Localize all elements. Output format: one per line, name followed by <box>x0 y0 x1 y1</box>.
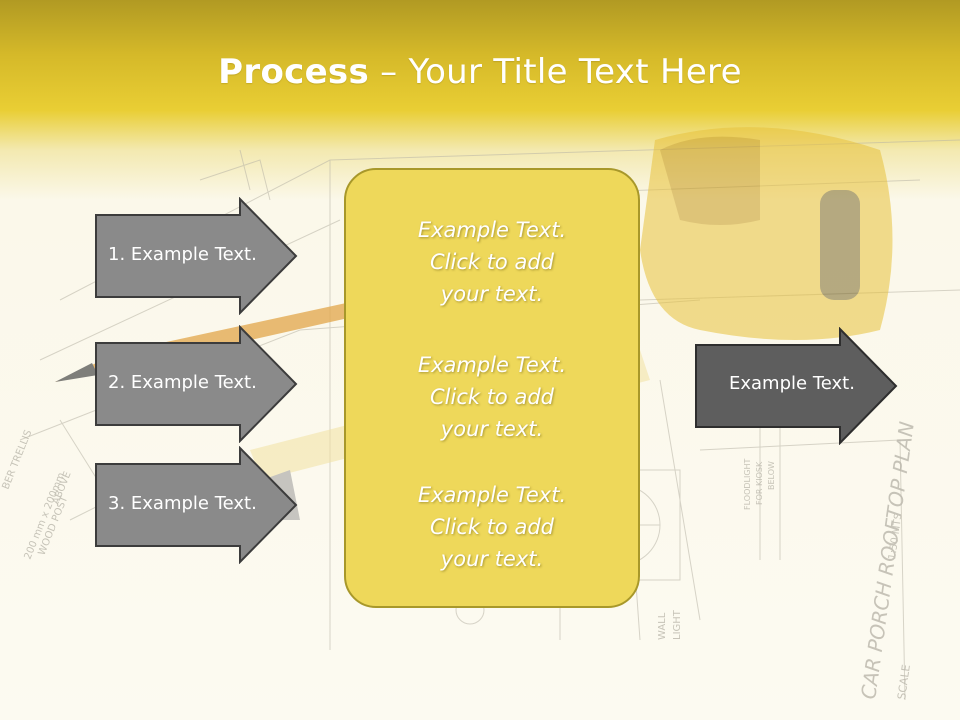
input-arrow-label-2: 2. Example Text. <box>108 372 257 393</box>
center-text-3[interactable]: Example Text. Click to add your text. <box>417 483 567 571</box>
center-process-box[interactable]: Example Text. Click to add your text. Ex… <box>344 168 640 608</box>
input-arrow-2[interactable] <box>94 325 300 443</box>
input-arrow-3[interactable] <box>94 446 300 564</box>
input-arrow-label-1: 1. Example Text. <box>108 244 257 265</box>
blueprint-note-text-3: BELOW <box>767 461 776 490</box>
output-arrow-label: Example Text. <box>729 373 855 394</box>
blueprint-wall-text: WALL <box>657 612 668 640</box>
center-text-2[interactable]: Example Text. Click to add your text. <box>417 353 567 441</box>
blueprint-scale-text: SCALE <box>895 664 913 701</box>
center-text-1[interactable]: Example Text. Click to add your text. <box>417 218 567 306</box>
output-arrow[interactable] <box>694 327 900 445</box>
blueprint-note-text-2: FOR KIOSK <box>755 461 764 505</box>
slide-title[interactable]: Process – Your Title Text Here <box>0 52 960 92</box>
blueprint-note-text-1: FLOODLIGHT <box>743 458 752 510</box>
title-rest-text: – Your Title Text Here <box>369 52 742 92</box>
input-arrow-1[interactable] <box>94 197 300 315</box>
blueprint-title-text: CAR PORCH ROOFTOP PLAN <box>856 420 919 701</box>
blueprint-light-text: LIGHT <box>672 609 683 640</box>
input-arrow-label-3: 3. Example Text. <box>108 493 257 514</box>
title-bold-text: Process <box>218 52 370 92</box>
blueprint-left-text-3: BER TRELLIS <box>1 428 35 491</box>
